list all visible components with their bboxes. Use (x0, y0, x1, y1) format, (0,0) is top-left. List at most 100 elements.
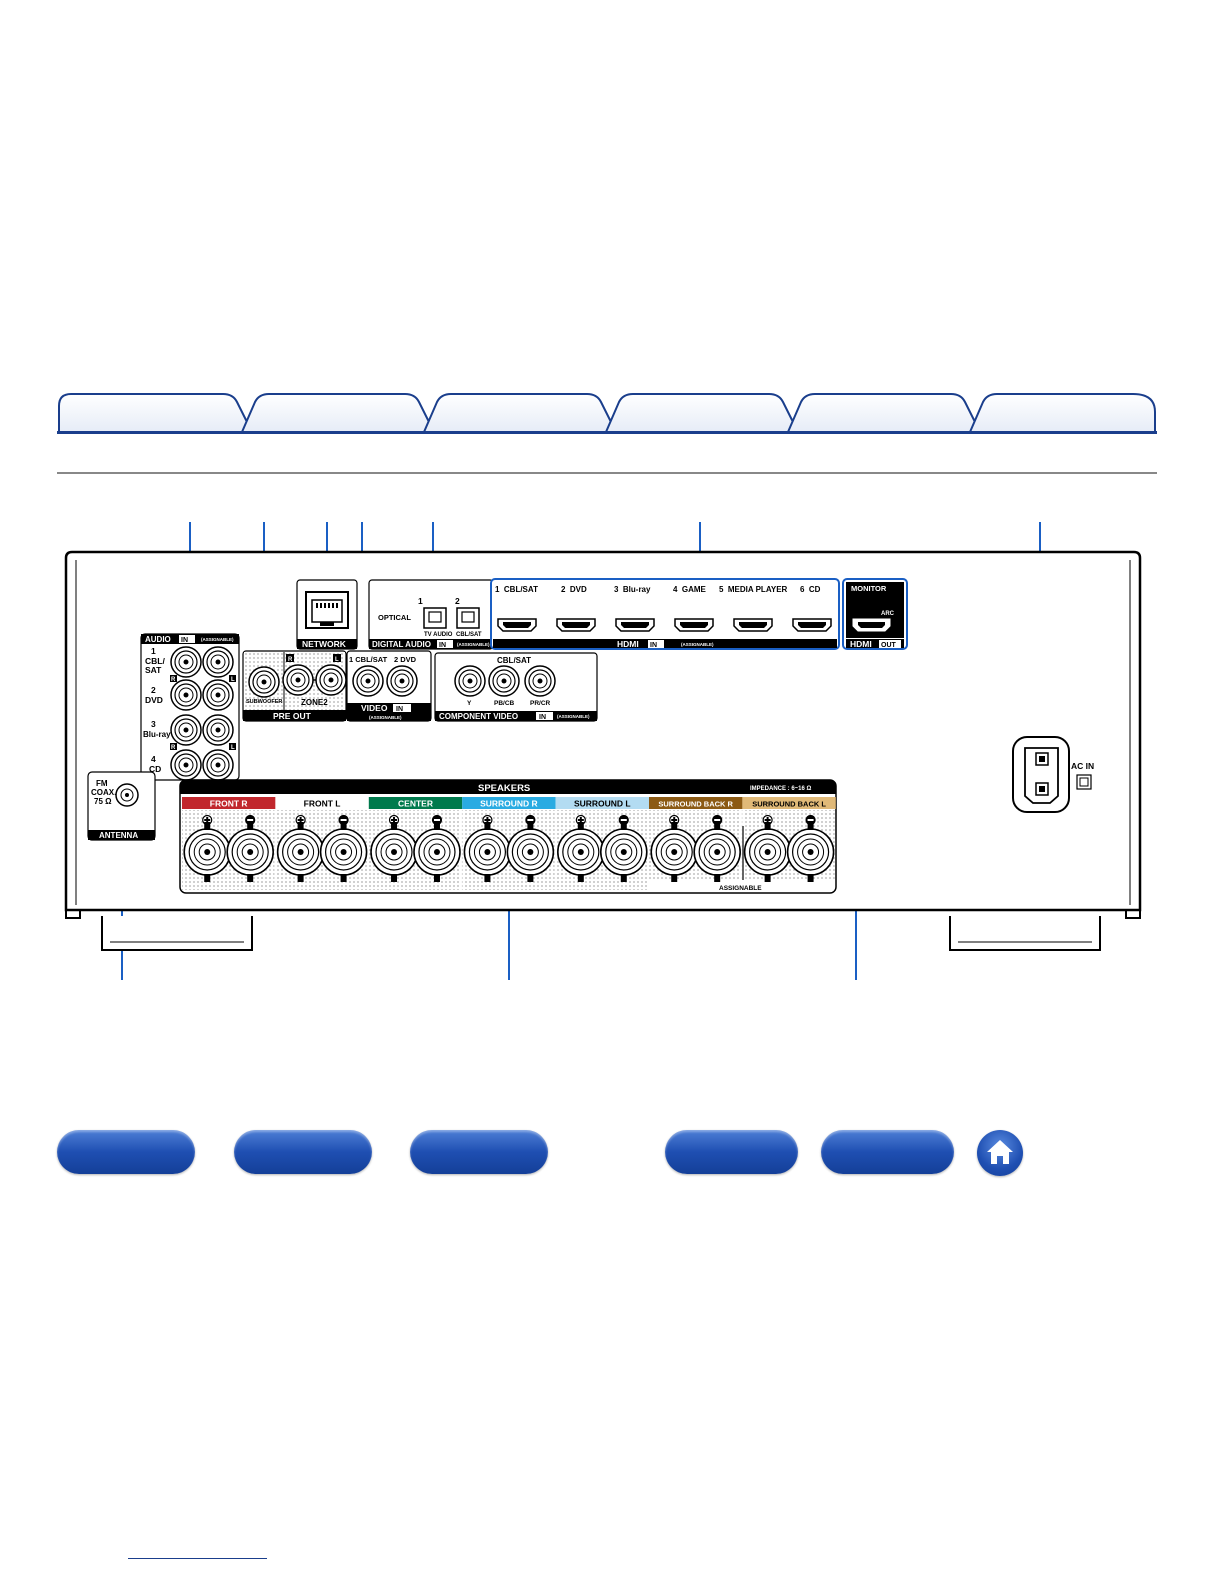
hdmi-in-title: HDMI (617, 639, 639, 649)
section-tabs (57, 392, 1157, 434)
svg-text:IN: IN (650, 642, 657, 649)
jack-subwoofer (248, 666, 280, 698)
speaker-label-bg-6 (742, 797, 836, 809)
jack-video-1 (352, 665, 384, 697)
footer-link-underline (128, 1558, 267, 1559)
svg-text:3 Blu-ray: 3 Blu-ray (614, 585, 651, 594)
nav-button-5[interactable] (821, 1130, 954, 1174)
tab-4[interactable] (604, 393, 800, 433)
svg-text:R: R (288, 657, 293, 663)
jack-audio3-l (202, 714, 234, 746)
rear-panel-diagram: AUDIO IN (ASSIGNABLE) 1 CBL/ SAT 2 DVD 3… (64, 522, 1142, 980)
jack-audio2-r (170, 679, 202, 711)
tab-6[interactable] (968, 393, 1156, 433)
hdmi-in-6-port (792, 618, 832, 632)
svg-text:CBL/SAT: CBL/SAT (456, 632, 482, 638)
svg-text:5 MEDIA PLAYER: 5 MEDIA PLAYER (719, 585, 788, 594)
audio-in-4-num: 4 (151, 754, 156, 764)
audio-in-in-label: IN (181, 637, 188, 644)
svg-text:L: L (231, 677, 235, 683)
audio-in-3-num: 3 (151, 719, 156, 729)
hdmi-out-section: MONITOR ARC HDMI OUT (842, 578, 908, 650)
video-in-section: VIDEO IN (ASSIGNABLE) 1 CBL/SAT 2 DVD (346, 650, 432, 722)
hdmi-in-5-port (733, 618, 773, 632)
speaker-label-3: SURROUND R (480, 799, 538, 809)
svg-text:TV AUDIO: TV AUDIO (424, 632, 453, 638)
svg-text:IN: IN (396, 706, 403, 713)
svg-text:PB/CB: PB/CB (494, 700, 515, 707)
hdmi-in-1-port (497, 618, 537, 632)
svg-text:Y: Y (467, 700, 472, 707)
svg-text:R: R (171, 677, 176, 683)
audio-in-2-label: DVD (145, 695, 163, 705)
svg-text:IN: IN (439, 642, 446, 649)
tab-3[interactable] (422, 393, 618, 433)
jack-zone2-l (315, 664, 347, 696)
jack-audio4-r (170, 749, 202, 781)
tabs-baseline (57, 431, 1157, 434)
tab-5[interactable] (786, 393, 982, 433)
svg-text:R: R (171, 745, 176, 751)
jack-component-pb (488, 665, 520, 697)
hdmi-in-3-port (615, 618, 655, 632)
component-video-section: COMPONENT VIDEO IN (ASSIGNABLE) CBL/SAT … (434, 652, 598, 722)
tab-2[interactable] (240, 393, 436, 433)
audio-in-1-num: 1 (151, 646, 156, 656)
svg-text:2 DVD: 2 DVD (561, 585, 587, 594)
nav-button-2[interactable] (234, 1130, 372, 1174)
home-icon (987, 1140, 1013, 1164)
audio-in-2-num: 2 (151, 685, 156, 695)
speakers-title: SPEAKERS (478, 783, 530, 794)
speaker-label-bg-4 (555, 797, 649, 809)
nav-button-3[interactable] (410, 1130, 548, 1174)
svg-text:1 CBL/SAT: 1 CBL/SAT (495, 585, 538, 594)
antenna-title: ANTENNA (99, 831, 138, 840)
tabs-outline (58, 393, 1156, 433)
audio-in-4-label: CD (149, 764, 161, 774)
svg-text:L: L (335, 657, 339, 663)
svg-text:2: 2 (455, 596, 460, 606)
speakers-impedance: IMPEDANCE : 6~16 Ω (750, 786, 812, 792)
svg-text:(ASSIGNABLE): (ASSIGNABLE) (681, 642, 714, 647)
foot-right (949, 916, 1101, 951)
hdmi-in-4-port (674, 618, 714, 632)
svg-text:75 Ω: 75 Ω (94, 797, 112, 806)
svg-text:CBL/SAT: CBL/SAT (497, 656, 531, 665)
svg-text:ARC: ARC (881, 611, 895, 617)
jack-zone2-r (282, 664, 314, 696)
hdmi-in-2-port (556, 618, 596, 632)
nav-button-4[interactable] (665, 1130, 798, 1174)
svg-text:COAX.: COAX. (91, 788, 116, 797)
speakers-assignable: ASSIGNABLE (719, 885, 762, 892)
svg-text:ZONE2: ZONE2 (301, 698, 328, 707)
speaker-label-bg-2 (368, 797, 463, 809)
component-video-title: COMPONENT VIDEO (439, 712, 518, 721)
tab-1[interactable] (58, 393, 254, 433)
svg-text:(ASSIGNABLE): (ASSIGNABLE) (557, 714, 590, 719)
network-section: NETWORK (296, 579, 358, 650)
home-button[interactable] (977, 1130, 1023, 1176)
hdmi-out-title: HDMI (850, 639, 872, 649)
svg-text:1: 1 (418, 596, 423, 606)
speaker-label-4: SURROUND L (574, 799, 631, 809)
jack-component-pr (524, 665, 556, 697)
svg-text:PR/CR: PR/CR (530, 700, 551, 707)
nav-button-1[interactable] (57, 1130, 195, 1174)
svg-text:OUT: OUT (881, 642, 897, 649)
svg-text:4 GAME: 4 GAME (673, 585, 707, 594)
jack-component-y (454, 665, 486, 697)
speaker-label-5: SURROUND BACK R (658, 800, 733, 809)
jack-video-2 (386, 665, 418, 697)
svg-text:FM: FM (96, 779, 108, 788)
jack-audio1-l (202, 646, 234, 678)
svg-text:(ASSIGNABLE): (ASSIGNABLE) (457, 642, 490, 647)
svg-text:MONITOR: MONITOR (851, 584, 887, 593)
pre-out-title: PRE OUT (273, 711, 312, 721)
ac-inlet (1024, 747, 1059, 804)
speaker-label-1: FRONT L (304, 799, 341, 809)
svg-text:1 CBL/SAT: 1 CBL/SAT (349, 655, 388, 664)
audio-in-section: AUDIO IN (ASSIGNABLE) 1 CBL/ SAT 2 DVD 3… (140, 633, 240, 781)
section-rule (57, 472, 1157, 474)
